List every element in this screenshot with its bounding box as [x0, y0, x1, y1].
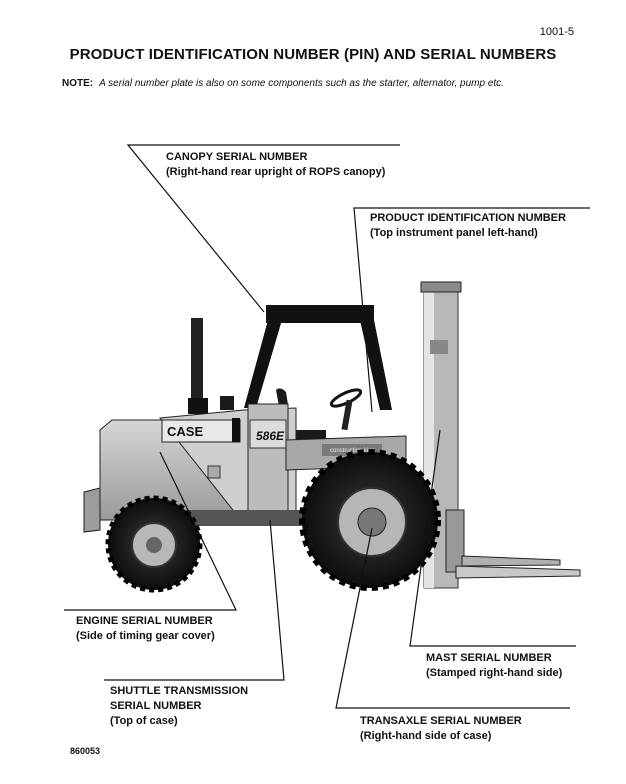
- shuttle-title-line1: SHUTTLE TRANSMISSION: [110, 684, 248, 699]
- shuttle-title-line2: SERIAL NUMBER: [110, 699, 248, 714]
- transaxle-detail: (Right-hand side of case): [360, 729, 522, 744]
- brand-decal: CASE: [167, 424, 203, 439]
- engine-title: ENGINE SERIAL NUMBER: [76, 614, 215, 629]
- figure-number: 860053: [70, 746, 100, 756]
- pin-detail: (Top instrument panel left-hand): [370, 226, 566, 241]
- mast-detail: (Stamped right-hand side): [426, 666, 562, 681]
- transaxle-callout: TRANSAXLE SERIAL NUMBER (Right-hand side…: [360, 714, 522, 744]
- front-wheel: [302, 452, 438, 588]
- mast-callout: MAST SERIAL NUMBER (Stamped right-hand s…: [426, 651, 562, 681]
- canopy-detail: (Right-hand rear upright of ROPS canopy): [166, 165, 385, 180]
- engine-callout: ENGINE SERIAL NUMBER (Side of timing gea…: [76, 614, 215, 644]
- mast-title: MAST SERIAL NUMBER: [426, 651, 562, 666]
- rear-wheel: [108, 498, 200, 590]
- shuttle-detail: (Top of case): [110, 714, 248, 729]
- canopy-title: CANOPY SERIAL NUMBER: [166, 150, 385, 165]
- shuttle-callout: SHUTTLE TRANSMISSION SERIAL NUMBER (Top …: [110, 684, 248, 729]
- steering-wheel: [329, 387, 362, 431]
- transaxle-title: TRANSAXLE SERIAL NUMBER: [360, 714, 522, 729]
- rops-canopy: [244, 305, 392, 410]
- pin-title: PRODUCT IDENTIFICATION NUMBER: [370, 211, 566, 226]
- pin-callout: PRODUCT IDENTIFICATION NUMBER (Top instr…: [370, 211, 566, 241]
- canopy-callout: CANOPY SERIAL NUMBER (Right-hand rear up…: [166, 150, 385, 180]
- exhaust-stack: [188, 318, 234, 414]
- model-decal: 586E: [256, 429, 285, 443]
- mast: [421, 282, 580, 588]
- engine-detail: (Side of timing gear cover): [76, 629, 215, 644]
